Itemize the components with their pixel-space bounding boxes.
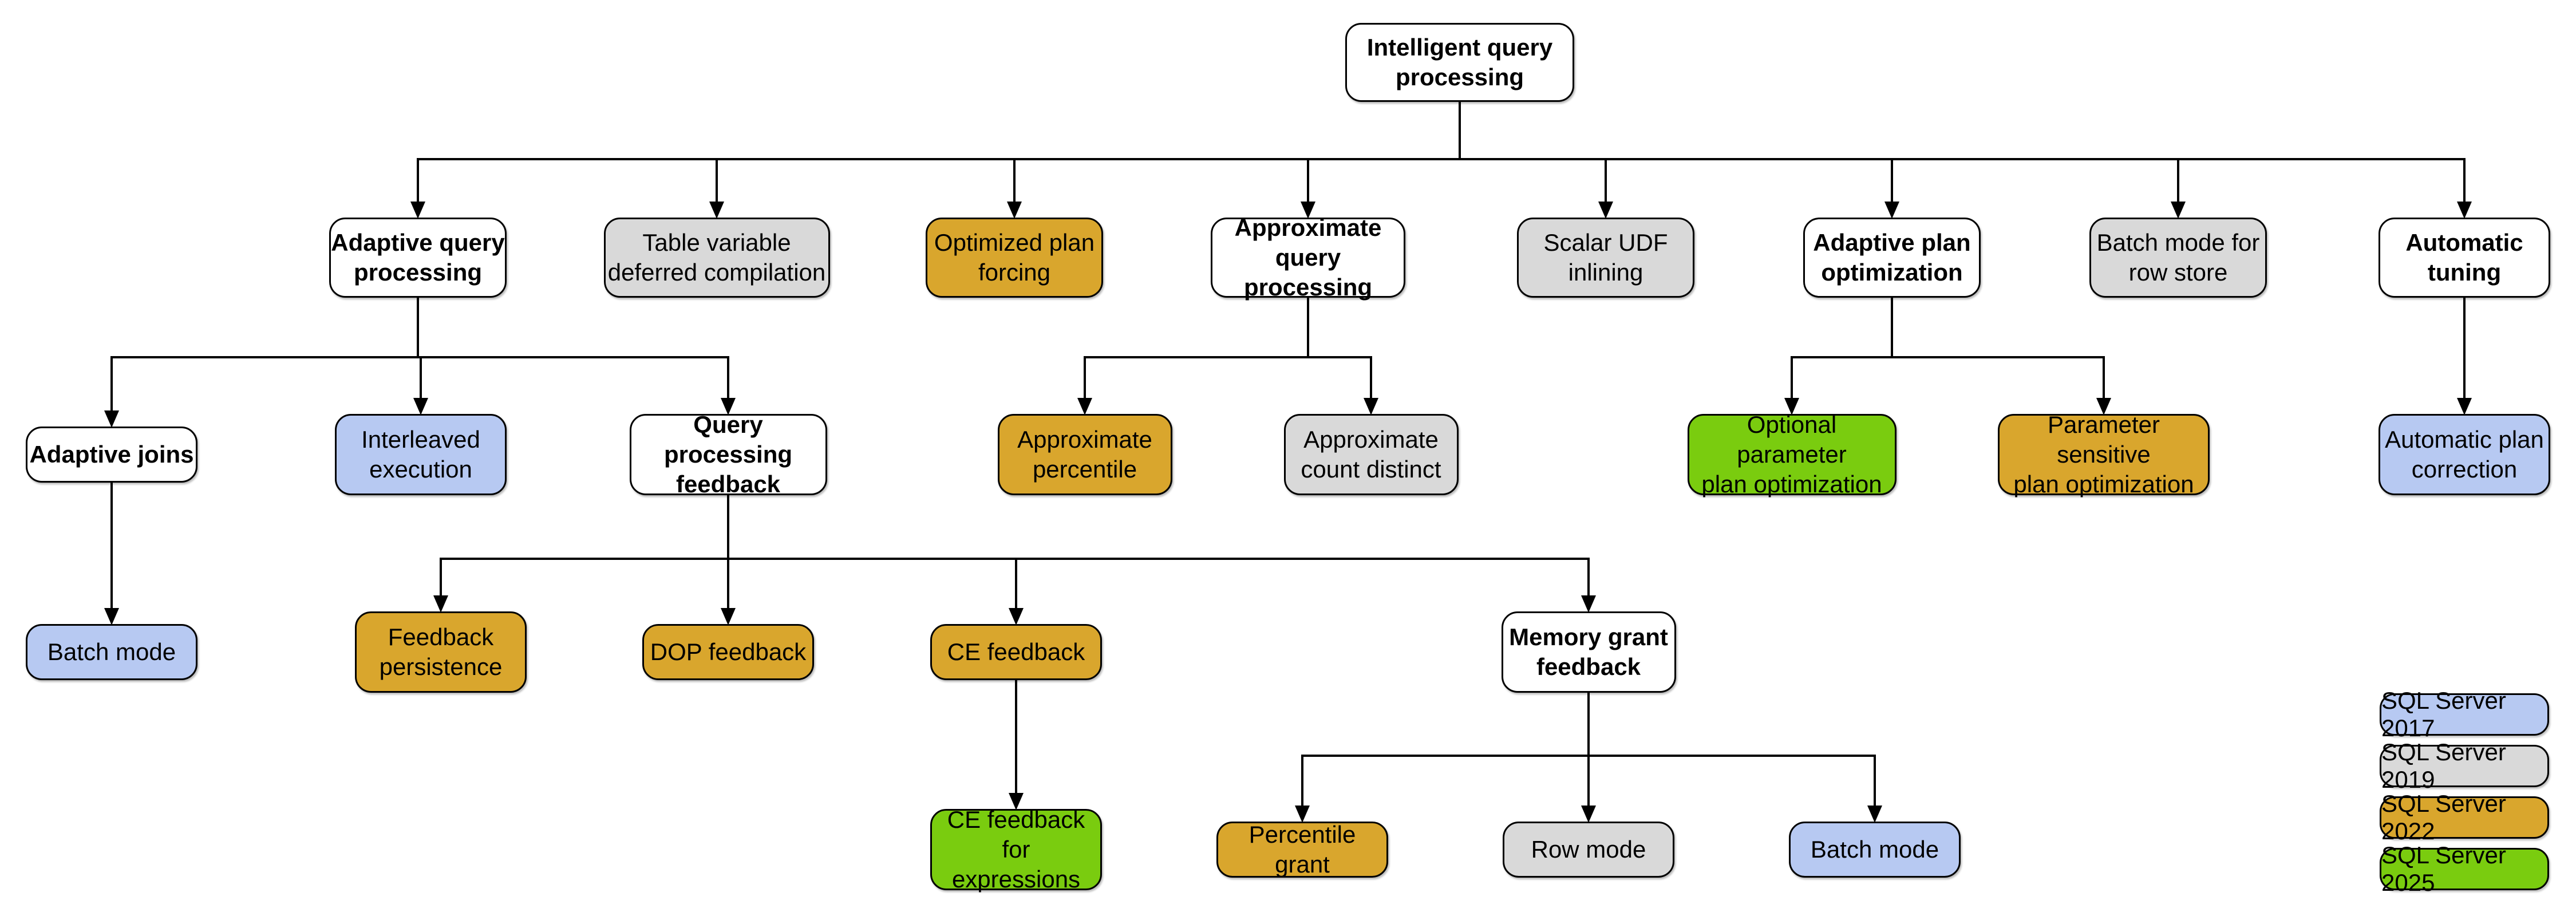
edge-line: [2463, 159, 2466, 202]
edge-line: [1587, 756, 1590, 806]
node-adaptive-joins: Adaptive joins: [26, 427, 197, 483]
edge-line: [440, 558, 1590, 560]
node-batch-mode-for-row-store: Batch mode for row store: [2089, 218, 2267, 298]
edge-line: [1013, 159, 1016, 202]
arrow-down-icon: [1581, 595, 1596, 613]
node-approximate-count-distinct: Approximate count distinct: [1283, 414, 1459, 495]
arrow-down-icon: [410, 202, 425, 219]
edge-line: [1301, 756, 1303, 806]
arrow-down-icon: [1364, 398, 1378, 415]
arrow-down-icon: [413, 398, 428, 415]
arrow-down-icon: [1007, 202, 1022, 219]
edge-line: [727, 357, 729, 398]
arrow-down-icon: [1867, 806, 1882, 823]
edge-line: [1891, 159, 1893, 202]
arrow-down-icon: [2096, 398, 2111, 415]
edge-line: [1587, 559, 1590, 595]
arrow-down-icon: [1884, 202, 1899, 219]
node-scalar-udf-inlining: Scalar UDF inlining: [1517, 218, 1694, 298]
arrow-down-icon: [721, 608, 736, 625]
arrow-down-icon: [1009, 608, 1024, 625]
edge-line: [1307, 159, 1309, 202]
arrow-down-icon: [709, 202, 724, 219]
edge-line: [1015, 680, 1017, 793]
node-intelligent-query-processing: Intelligent query processing: [1345, 23, 1574, 102]
node-automatic-tuning: Automatic tuning: [2379, 218, 2550, 298]
edge-line: [727, 495, 729, 559]
edge-line: [110, 357, 113, 410]
edge-line: [1874, 756, 1876, 806]
edge-line: [1084, 357, 1086, 398]
node-row-mode: Row mode: [1503, 822, 1674, 878]
edge-line: [1459, 102, 1461, 159]
arrow-down-icon: [1598, 202, 1613, 219]
arrow-down-icon: [1581, 806, 1596, 823]
legend-item-sql-server-2019: SQL Server 2019: [2380, 739, 2549, 793]
edge-line: [420, 357, 422, 398]
legend-item-sql-server-2022: SQL Server 2022: [2380, 790, 2549, 844]
arrow-down-icon: [2457, 202, 2472, 219]
node-interleaved-execution: Interleaved execution: [335, 414, 507, 495]
edge-line: [1370, 357, 1372, 398]
edge-line: [440, 559, 442, 595]
edge-line: [2177, 159, 2179, 202]
edge-line: [2103, 357, 2105, 398]
node-ce-feedback-for-expressions: CE feedback for expressions: [930, 806, 1102, 893]
node-batch-mode-adaptive-joins: Batch mode: [26, 624, 197, 680]
edge-line: [417, 159, 419, 202]
edge-line: [1791, 357, 1793, 398]
node-optimized-plan-forcing: Optimized plan forcing: [926, 218, 1103, 298]
node-percentile-grant: Percentile grant: [1216, 821, 1388, 878]
node-table-variable-deferred-compilation: Table variable deferred compilation: [603, 218, 830, 298]
node-automatic-plan-correction: Automatic plan correction: [2379, 414, 2550, 495]
edge-line: [1084, 356, 1372, 358]
arrow-down-icon: [1077, 398, 1092, 415]
arrow-down-icon: [721, 398, 736, 415]
arrow-down-icon: [2171, 202, 2186, 219]
legend-item-sql-server-2017: SQL Server 2017: [2380, 687, 2549, 741]
node-query-processing-feedback: Query processing feedback: [629, 411, 827, 498]
edge-line: [1891, 298, 1893, 357]
edge-line: [417, 298, 419, 357]
edge-line: [110, 483, 113, 608]
node-batch-mode-memory-grant: Batch mode: [1789, 822, 1961, 878]
edge-line: [1605, 159, 1607, 202]
edge-line: [1015, 559, 1017, 608]
node-adaptive-plan-optimization: Adaptive plan optimization: [1803, 218, 1981, 298]
node-approximate-percentile: Approximate percentile: [997, 414, 1172, 495]
edge-line: [1791, 356, 2105, 358]
node-approximate-query-processing: Approximate query processing: [1211, 214, 1405, 301]
node-dop-feedback: DOP feedback: [642, 624, 814, 680]
edge-line: [1307, 298, 1309, 357]
edge-line: [417, 158, 2466, 160]
node-ce-feedback: CE feedback: [930, 624, 1102, 680]
arrow-down-icon: [104, 410, 119, 428]
node-optional-parameter-plan-optimization: Optional parameter plan optimization: [1687, 411, 1897, 498]
edge-line: [727, 559, 729, 608]
arrow-down-icon: [1295, 806, 1310, 823]
arrow-down-icon: [1784, 398, 1799, 415]
node-adaptive-query-processing: Adaptive query processing: [329, 218, 507, 298]
edge-line: [716, 159, 718, 202]
node-parameter-sensitive-plan-optimization: Parameter sensitive plan optimization: [1998, 411, 2210, 498]
arrow-down-icon: [2457, 398, 2472, 415]
arrow-down-icon: [104, 608, 119, 625]
arrow-down-icon: [1009, 793, 1024, 810]
edge-line: [2463, 298, 2466, 398]
edge-line: [1587, 693, 1590, 756]
legend-item-sql-server-2025: SQL Server 2025: [2380, 842, 2549, 896]
node-feedback-persistence: Feedback persistence: [355, 611, 527, 693]
node-memory-grant-feedback: Memory grant feedback: [1501, 611, 1676, 693]
arrow-down-icon: [433, 595, 448, 613]
arrow-down-icon: [1301, 202, 1315, 219]
